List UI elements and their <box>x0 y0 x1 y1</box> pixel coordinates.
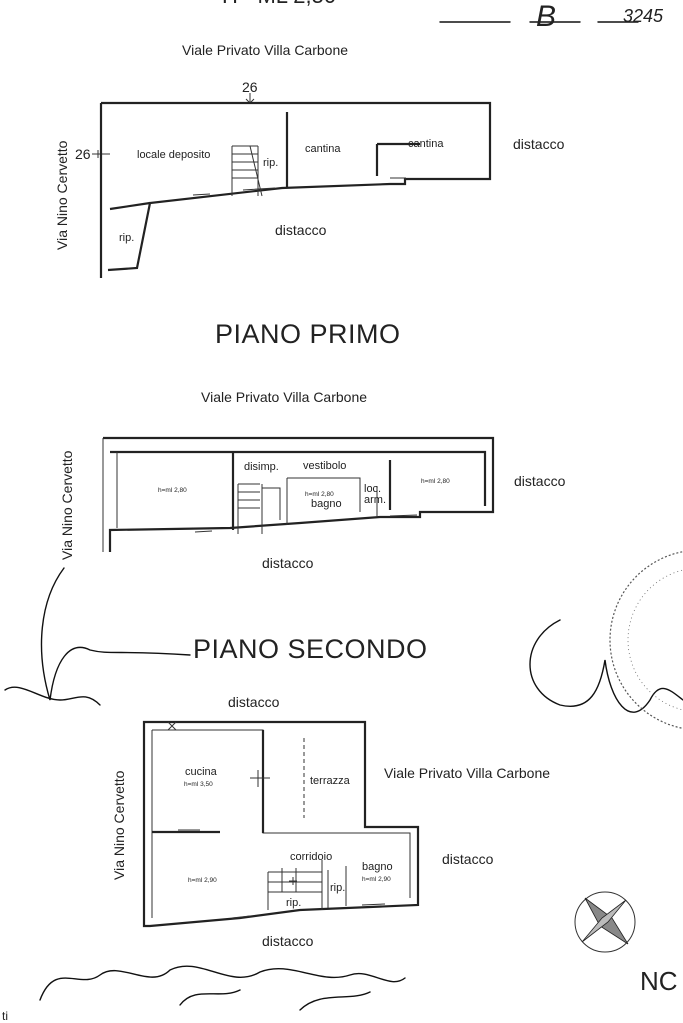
first-floor-title: PIANO PRIMO <box>215 319 401 349</box>
first-room-arm: arm. <box>364 494 386 506</box>
first-street-top: Viale Privato Villa Carbone <box>201 389 367 405</box>
second-room-rip-b: rip. <box>286 897 301 909</box>
first-height-right: h=ml 2,80 <box>421 478 450 485</box>
stamp-number: 3245 <box>623 6 664 26</box>
first-height-bagno: h=ml 2,80 <box>305 491 334 498</box>
ground-room-deposit: locale deposito <box>137 149 210 161</box>
first-bottom-label: distacco <box>262 555 314 571</box>
ground-civic-left: 26 <box>75 146 91 162</box>
first-room-loc: loc. <box>364 483 381 495</box>
first-right-label: distacco <box>514 473 566 489</box>
ground-room-cellar-2: cantina <box>408 138 444 150</box>
second-height-bagno: h=ml 2,90 <box>362 876 391 883</box>
ground-street-top: Viale Privato Villa Carbone <box>182 42 348 58</box>
second-room-corridoio: corridoio <box>290 851 332 863</box>
first-street-left: Via Nino Cervetto <box>59 450 75 560</box>
first-room-bagno: bagno <box>311 498 342 510</box>
second-height-cucina: h=ml 3,50 <box>184 781 213 788</box>
ground-right-label: distacco <box>513 136 565 152</box>
second-room-cucina: cucina <box>185 766 218 778</box>
first-room-disimp: disimp. <box>244 461 279 473</box>
second-street-right: Viale Privato Villa Carbone <box>384 765 550 781</box>
top-stamp: B 3245 <box>439 0 664 33</box>
handwritten-signatures <box>4 567 683 1011</box>
second-floor-plan: PIANO SECONDO distacco Via Nino Cervetto… <box>111 634 550 949</box>
second-room-bagno: bagno <box>362 861 393 873</box>
first-floor-plan: PIANO PRIMO Viale Privato Villa Carbone … <box>59 319 566 571</box>
second-floor-title: PIANO SECONDO <box>193 634 428 664</box>
stamp-letter: B <box>536 0 556 33</box>
first-height-left: h=ml 2,80 <box>158 487 187 494</box>
second-right-label: distacco <box>442 851 494 867</box>
first-room-vestibolo: vestibolo <box>303 460 346 472</box>
second-top-label: distacco <box>228 694 280 710</box>
second-street-left: Via Nino Cervetto <box>111 770 127 880</box>
ground-bottom-label: distacco <box>275 222 327 238</box>
ground-room-corner: rip. <box>119 232 134 244</box>
notary-seal <box>609 551 683 729</box>
compass-rose <box>574 891 636 953</box>
second-room-terrazza: terrazza <box>310 775 351 787</box>
left-edge-text: ti <box>2 1009 8 1023</box>
ground-floor-plan: Viale Privato Villa Carbone Via Nino Cer… <box>54 42 565 278</box>
ground-room-cellar-1: cantina <box>305 143 341 155</box>
second-height-left: h=ml 2,90 <box>188 877 217 884</box>
ground-street-left: Via Nino Cervetto <box>54 140 70 250</box>
top-cut-text: H - ML 2,50 <box>222 0 336 8</box>
second-room-rip-a: rip. <box>330 882 345 894</box>
second-bottom-label: distacco <box>262 933 314 949</box>
ground-civic-top: 26 <box>242 79 258 95</box>
ground-room-stair: rip. <box>263 157 278 169</box>
compass-letters: NC <box>640 966 678 996</box>
